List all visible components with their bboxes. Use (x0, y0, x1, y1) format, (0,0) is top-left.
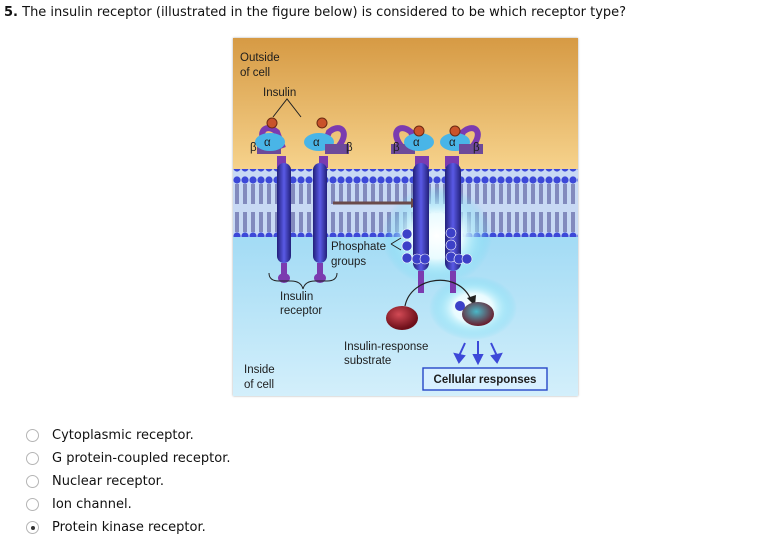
option-label: Protein kinase receptor. (52, 520, 206, 535)
svg-text:β: β (250, 142, 257, 154)
inactive-receptor: α α β β (250, 98, 353, 290)
radio-button[interactable] (26, 498, 39, 511)
option-label: Ion channel. (52, 497, 132, 512)
option-label: Nuclear receptor. (52, 474, 164, 489)
answer-options: Cytoplasmic receptor. G protein-coupled … (26, 424, 230, 539)
svg-text:of cell: of cell (240, 67, 270, 79)
svg-text:Cellular responses: Cellular responses (434, 374, 537, 386)
option-nuclear-receptor[interactable]: Nuclear receptor. (26, 470, 230, 493)
svg-text:Insulin: Insulin (280, 291, 313, 303)
option-ion-channel[interactable]: Ion channel. (26, 493, 230, 516)
svg-text:α: α (313, 137, 320, 149)
option-protein-kinase-receptor[interactable]: Protein kinase receptor. (26, 516, 230, 539)
svg-text:α: α (449, 137, 456, 149)
question-body: The insulin receptor (illustrated in the… (22, 5, 627, 20)
option-label: Cytoplasmic receptor. (52, 428, 194, 443)
cellular-responses-box (422, 367, 548, 391)
svg-text:Insulin-response: Insulin-response (344, 341, 428, 353)
insulin-response-substrate (386, 306, 418, 330)
radio-button[interactable] (26, 475, 39, 488)
activated-receptor: α α β β (391, 125, 483, 293)
activated-substrate (462, 302, 494, 326)
svg-text:α: α (413, 137, 420, 149)
question-number: 5. (4, 5, 18, 20)
svg-text:of cell: of cell (244, 379, 274, 391)
svg-text:β: β (346, 142, 353, 154)
svg-text:Outside: Outside (240, 52, 280, 64)
option-label: G protein-coupled receptor. (52, 451, 231, 466)
radio-button[interactable] (26, 452, 39, 465)
svg-text:β: β (473, 142, 480, 154)
svg-text:Phosphate: Phosphate (331, 241, 386, 253)
svg-text:β: β (393, 142, 400, 154)
insulin-receptor-figure: α α β β α (233, 38, 578, 396)
question-text: 5. The insulin receptor (illustrated in … (4, 4, 626, 22)
svg-text:Inside: Inside (244, 364, 275, 376)
svg-text:receptor: receptor (280, 305, 322, 317)
svg-text:groups: groups (331, 256, 366, 268)
radio-button[interactable] (26, 429, 39, 442)
svg-text:α: α (264, 137, 271, 149)
option-cytoplasmic-receptor[interactable]: Cytoplasmic receptor. (26, 424, 230, 447)
radio-button-selected[interactable] (26, 521, 39, 534)
option-g-protein-coupled-receptor[interactable]: G protein-coupled receptor. (26, 447, 230, 470)
svg-text:Insulin: Insulin (263, 87, 296, 99)
svg-text:substrate: substrate (344, 355, 391, 367)
